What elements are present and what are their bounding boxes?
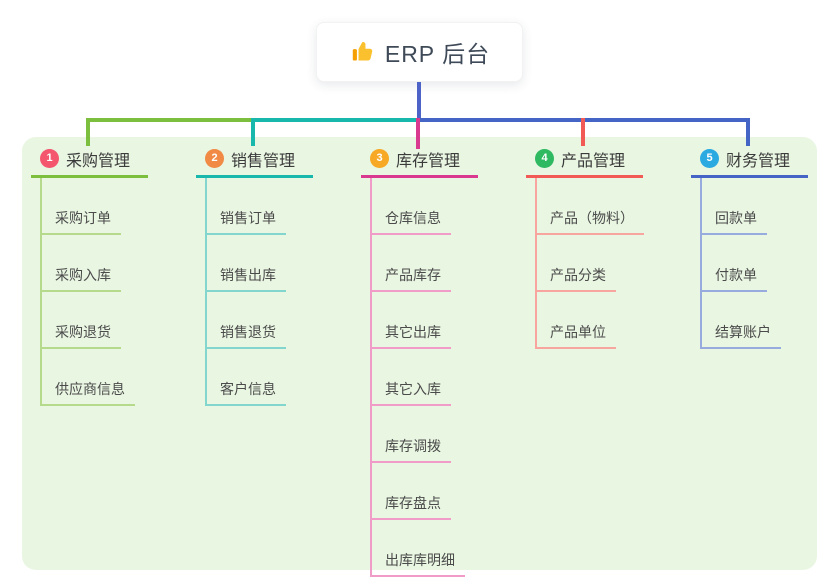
leaf-node[interactable]: 采购订单 [42,178,121,235]
branch-node-5: 5 财务管理回款单付款单结算账户 [691,148,808,349]
leaf-node[interactable]: 其它入库 [372,349,451,406]
thumbs-up-icon [349,39,375,65]
leaf-node[interactable]: 采购入库 [42,235,121,292]
connector-bus-segment [251,118,420,122]
branch-node-3: 3 库存管理仓库信息产品库存其它出库其它入库库存调拨库存盘点出库库明细 [361,148,478,577]
root-node[interactable]: ERP 后台 [316,22,523,82]
connector-branch-drop [86,118,90,146]
leaf-node[interactable]: 供应商信息 [42,349,135,406]
branch-index-badge: 3 [370,149,389,168]
branch-index-badge: 4 [535,149,554,168]
branch-title[interactable]: 4 产品管理 [526,148,643,178]
leaf-node[interactable]: 产品分类 [537,235,616,292]
connector-branch-drop [251,118,255,146]
leaf-node[interactable]: 产品（物料） [537,178,644,235]
leaf-list: 产品（物料）产品分类产品单位 [535,178,644,349]
branch-title[interactable]: 3 库存管理 [361,148,478,178]
leaf-list: 回款单付款单结算账户 [700,178,808,349]
leaf-list: 仓库信息产品库存其它出库其它入库库存调拨库存盘点出库库明细 [370,178,478,577]
leaf-list: 采购订单采购入库采购退货供应商信息 [40,178,148,406]
leaf-node[interactable]: 采购退货 [42,292,121,349]
leaf-node[interactable]: 出库库明细 [372,520,465,577]
connector-root-stem [417,82,421,122]
leaf-list: 销售订单销售出库销售退货客户信息 [205,178,313,406]
branch-index-badge: 5 [700,149,719,168]
branch-title-label: 采购管理 [66,152,131,170]
leaf-node[interactable]: 付款单 [702,235,767,292]
leaf-node[interactable]: 产品单位 [537,292,616,349]
leaf-node[interactable]: 回款单 [702,178,767,235]
leaf-node[interactable]: 库存调拨 [372,406,451,463]
branch-title-label: 销售管理 [231,152,296,170]
connector-branch-drop [581,118,585,146]
leaf-node[interactable]: 销售出库 [207,235,286,292]
root-node-label: ERP 后台 [384,41,491,67]
connector-branch-drop [416,118,420,149]
branch-index-badge: 2 [205,149,224,168]
branch-index-badge: 1 [40,149,59,168]
leaf-node[interactable]: 仓库信息 [372,178,451,235]
leaf-node[interactable]: 产品库存 [372,235,451,292]
branch-node-2: 2 销售管理销售订单销售出库销售退货客户信息 [196,148,313,406]
branch-title-label: 产品管理 [561,152,626,170]
leaf-node[interactable]: 销售退货 [207,292,286,349]
branch-title[interactable]: 1 采购管理 [31,148,148,178]
leaf-node[interactable]: 其它出库 [372,292,451,349]
connector-bus-segment [86,118,255,122]
leaf-node[interactable]: 库存盘点 [372,463,451,520]
branch-title[interactable]: 5 财务管理 [691,148,808,178]
branch-title[interactable]: 2 销售管理 [196,148,313,178]
connector-branch-drop [746,118,750,146]
branch-node-4: 4 产品管理产品（物料）产品分类产品单位 [526,148,644,349]
branch-title-label: 库存管理 [396,152,461,170]
branches-panel [22,137,817,570]
leaf-node[interactable]: 结算账户 [702,292,781,349]
leaf-node[interactable]: 客户信息 [207,349,286,406]
leaf-node[interactable]: 销售订单 [207,178,286,235]
branch-title-label: 财务管理 [726,152,791,170]
branch-node-1: 1 采购管理采购订单采购入库采购退货供应商信息 [31,148,148,406]
